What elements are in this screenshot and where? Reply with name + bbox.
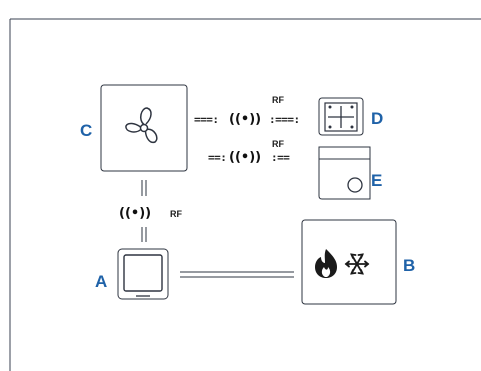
controller-unit-icon [347, 177, 363, 193]
label-c: C [80, 121, 92, 140]
node-b: B [301, 219, 415, 305]
node-a: A [95, 248, 169, 300]
rf-link-c-a-symbol: ((•)) [119, 206, 151, 221]
node-e-box [318, 146, 371, 200]
rf-link-c-d-symbol: ((•)) [229, 112, 261, 127]
rf-link-c-d-dashes-left: ===: [194, 113, 219, 126]
rf-link-c-e-symbol: ((•)) [229, 150, 261, 165]
node-c: C [80, 84, 188, 172]
node-d: D [318, 97, 383, 136]
rf-link-c-a-lower-line [141, 227, 147, 242]
thermostat-icon [123, 254, 163, 292]
label-a: A [95, 272, 107, 291]
rf-link-c-e: ==: ((•)) :== RF [208, 139, 291, 165]
snowflake-icon [344, 253, 370, 275]
room-sensor-icon [324, 102, 358, 132]
wired-link-a-b [180, 271, 294, 278]
label-d: D [371, 109, 383, 128]
rf-link-c-a: ((•)) RF [119, 180, 182, 242]
rf-link-c-a-upper-line [141, 180, 147, 196]
node-a-box [117, 248, 169, 300]
rf-link-c-e-dashes-right: :== [271, 151, 290, 164]
node-c-box [100, 84, 188, 172]
rf-label-vertical: RF [170, 209, 182, 219]
rf-label-middle: RF [272, 139, 284, 149]
fan-icon [125, 107, 158, 144]
rf-label-top: RF [272, 95, 284, 105]
rf-link-c-d: ===: ((•)) :===: RF [194, 95, 300, 127]
rf-link-c-e-dashes-left: ==: [208, 151, 226, 164]
label-e: E [371, 171, 382, 190]
label-b: B [403, 256, 415, 275]
rf-link-c-d-dashes-right: :===: [269, 113, 300, 126]
flame-icon [315, 249, 337, 278]
node-e: E [318, 146, 382, 200]
